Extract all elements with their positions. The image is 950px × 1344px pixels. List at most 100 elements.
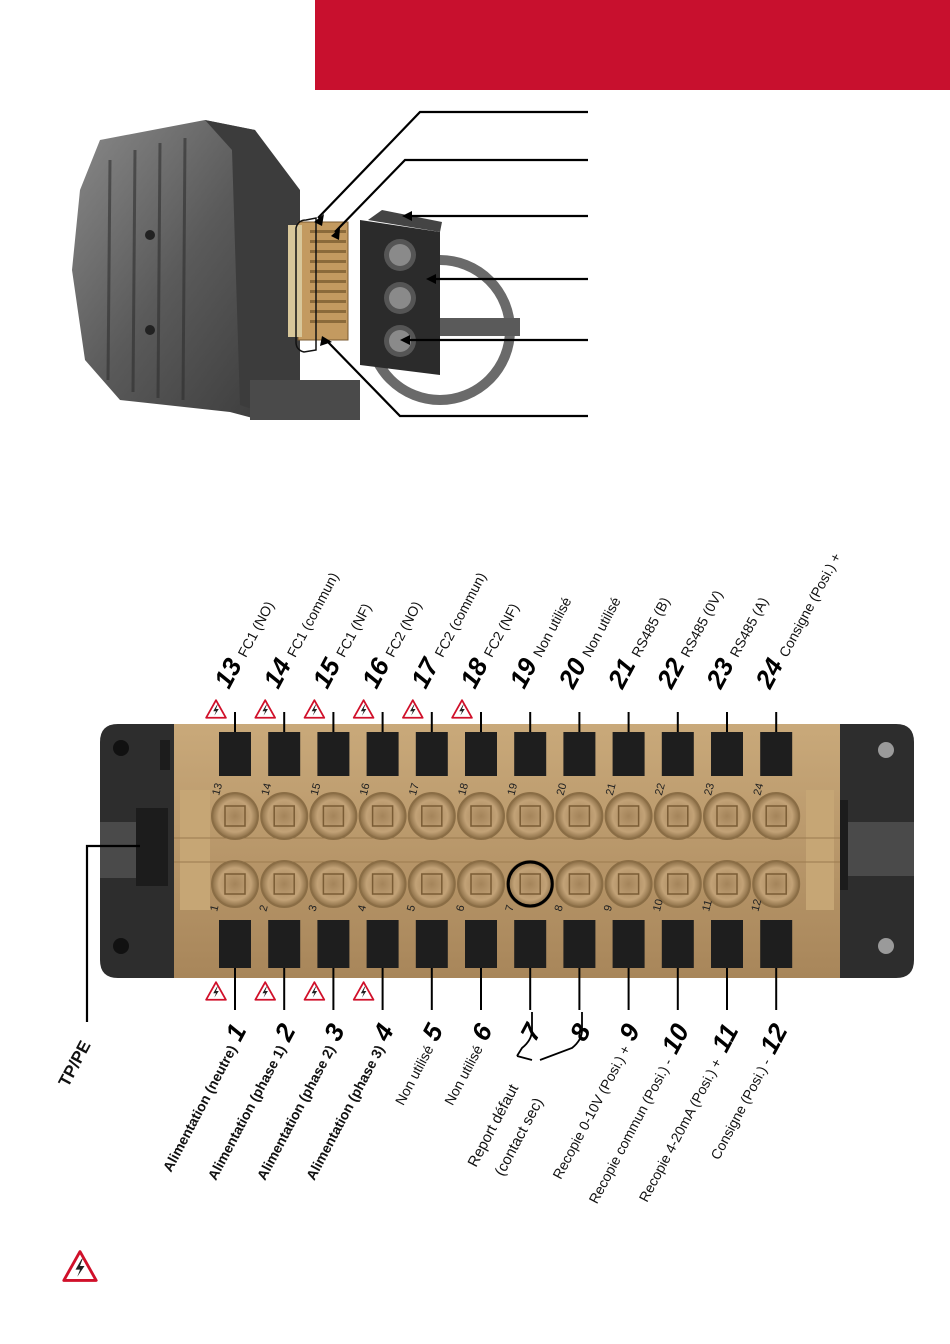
socket-square-bottom — [765, 873, 787, 895]
pin-label-top: FC2 (commun) — [431, 570, 489, 660]
socket-bottom — [555, 860, 604, 908]
pin-number-small-top: 18 — [456, 782, 471, 797]
pin-number-small-bottom: 2 — [258, 904, 271, 913]
screw-housing-bottom — [317, 920, 350, 968]
screw-housing-bottom — [415, 920, 448, 968]
pin-number-small-top: 24 — [752, 782, 767, 797]
pin-number-top: 18 — [454, 653, 494, 693]
screw-housing-top — [317, 732, 350, 776]
pin-number-small-top: 21 — [604, 782, 619, 797]
pin-number-bottom: 9 — [613, 1018, 647, 1045]
socket-square-bottom — [519, 873, 541, 895]
pin-number-bottom: 11 — [705, 1019, 744, 1057]
pin-label-top: RS485 (B) — [628, 594, 673, 659]
pin-number-small-bottom: 7 — [504, 904, 517, 913]
screw-housing-top — [760, 732, 793, 776]
socket-square-top — [519, 805, 541, 827]
socket-bottom — [653, 860, 702, 908]
tp-pe-label: TP/PE — [55, 1038, 95, 1090]
pin-number-small-top: 17 — [407, 782, 422, 797]
pin-number-top: 17 — [405, 652, 446, 693]
screw-housing-bottom — [563, 920, 596, 968]
socket-top — [752, 792, 801, 840]
socket-top — [407, 792, 456, 840]
screw-housing-bottom — [612, 920, 645, 968]
pin-number-small-bottom: 3 — [307, 904, 320, 913]
socket-bottom — [703, 860, 751, 908]
callout-arrowheads — [314, 211, 436, 346]
socket-square-top — [421, 805, 443, 827]
socket-square-top — [765, 805, 787, 827]
pin-number-bottom: 2 — [268, 1018, 302, 1046]
screw-housing-top — [711, 732, 743, 776]
pin-number-top: 19 — [503, 653, 543, 693]
socket-square-bottom — [322, 873, 345, 895]
screw-housing-top — [661, 732, 694, 776]
socket-square-bottom — [273, 873, 295, 895]
pin-number-bottom: 8 — [563, 1018, 597, 1045]
pin-label-top: FC1 (commun) — [284, 570, 342, 660]
pin-number-bottom: 10 — [655, 1018, 695, 1058]
pin-number-top: 13 — [208, 653, 248, 693]
high-voltage-warning-icon — [303, 981, 326, 1001]
pin-number-small-bottom: 8 — [553, 904, 566, 913]
pin-number-small-bottom: 12 — [750, 898, 765, 913]
high-voltage-warning-icon — [451, 699, 473, 719]
socket-top — [604, 792, 653, 840]
pin-number-top: 15 — [306, 653, 346, 693]
socket-square-bottom — [617, 873, 640, 895]
pin-number-top: 24 — [749, 653, 790, 694]
screw-housing-bottom — [661, 920, 694, 968]
socket-top — [358, 792, 407, 840]
pin-label-top: FC2 (NO) — [382, 599, 425, 660]
pin-number-small-top: 13 — [210, 782, 225, 797]
pin-number-top: 16 — [355, 653, 395, 693]
socket-square-top — [716, 805, 738, 827]
pin-number-small-bottom: 11 — [700, 899, 715, 913]
pin-number-small-bottom: 4 — [356, 904, 369, 913]
socket-square-bottom — [568, 873, 591, 895]
screw-housing-bottom — [366, 920, 399, 968]
socket-square-bottom — [667, 873, 689, 895]
socket-square-bottom — [371, 873, 394, 895]
pin-number-small-top: 23 — [702, 782, 717, 797]
pin-number-bottom: 3 — [317, 1018, 351, 1045]
socket-square-bottom — [421, 873, 443, 895]
high-voltage-warning-icon — [352, 699, 375, 719]
pin-number-small-top: 15 — [309, 782, 324, 797]
screw-housing-bottom — [711, 920, 743, 968]
socket-bottom — [457, 860, 505, 908]
socket-top — [457, 792, 505, 840]
socket-bottom — [260, 860, 309, 908]
pin-label-bottom: Non utilisé — [441, 1042, 486, 1107]
pin-number-bottom: 5 — [416, 1018, 450, 1045]
socket-square-top — [224, 805, 246, 827]
pin-number-small-top: 22 — [653, 782, 668, 797]
screw-housing-top — [415, 732, 448, 776]
socket-bottom — [752, 860, 801, 908]
pin-number-top: 22 — [650, 653, 691, 694]
screw-housing-top — [268, 732, 301, 776]
high-voltage-warning-icon — [401, 699, 424, 719]
screw-housing-bottom — [268, 920, 301, 968]
pin-label-top: FC2 (NF) — [480, 601, 522, 660]
pin-number-top: 21 — [601, 653, 642, 694]
pin-label-bottom: Recopie commun (Posi.) - — [585, 1055, 675, 1206]
high-voltage-warning-icon — [205, 699, 227, 719]
socket-square-bottom — [224, 873, 246, 895]
socket-square-bottom — [716, 873, 738, 895]
socket-top — [211, 792, 259, 840]
socket-square-top — [470, 805, 492, 827]
socket-top — [703, 792, 751, 840]
pin-number-top: 20 — [552, 653, 593, 694]
pin-label-top: FC1 (NO) — [234, 599, 277, 660]
high-voltage-warning-icon — [205, 981, 227, 1001]
socket-top — [309, 792, 358, 840]
pin-number-small-top: 16 — [358, 782, 373, 797]
pin-label-top: Non utilisé — [579, 594, 624, 659]
socket-square-bottom — [470, 873, 492, 895]
socket-square-top — [667, 805, 689, 827]
socket-square-top — [371, 805, 394, 827]
pin-number-small-top: 19 — [506, 782, 521, 797]
socket-top — [653, 792, 702, 840]
